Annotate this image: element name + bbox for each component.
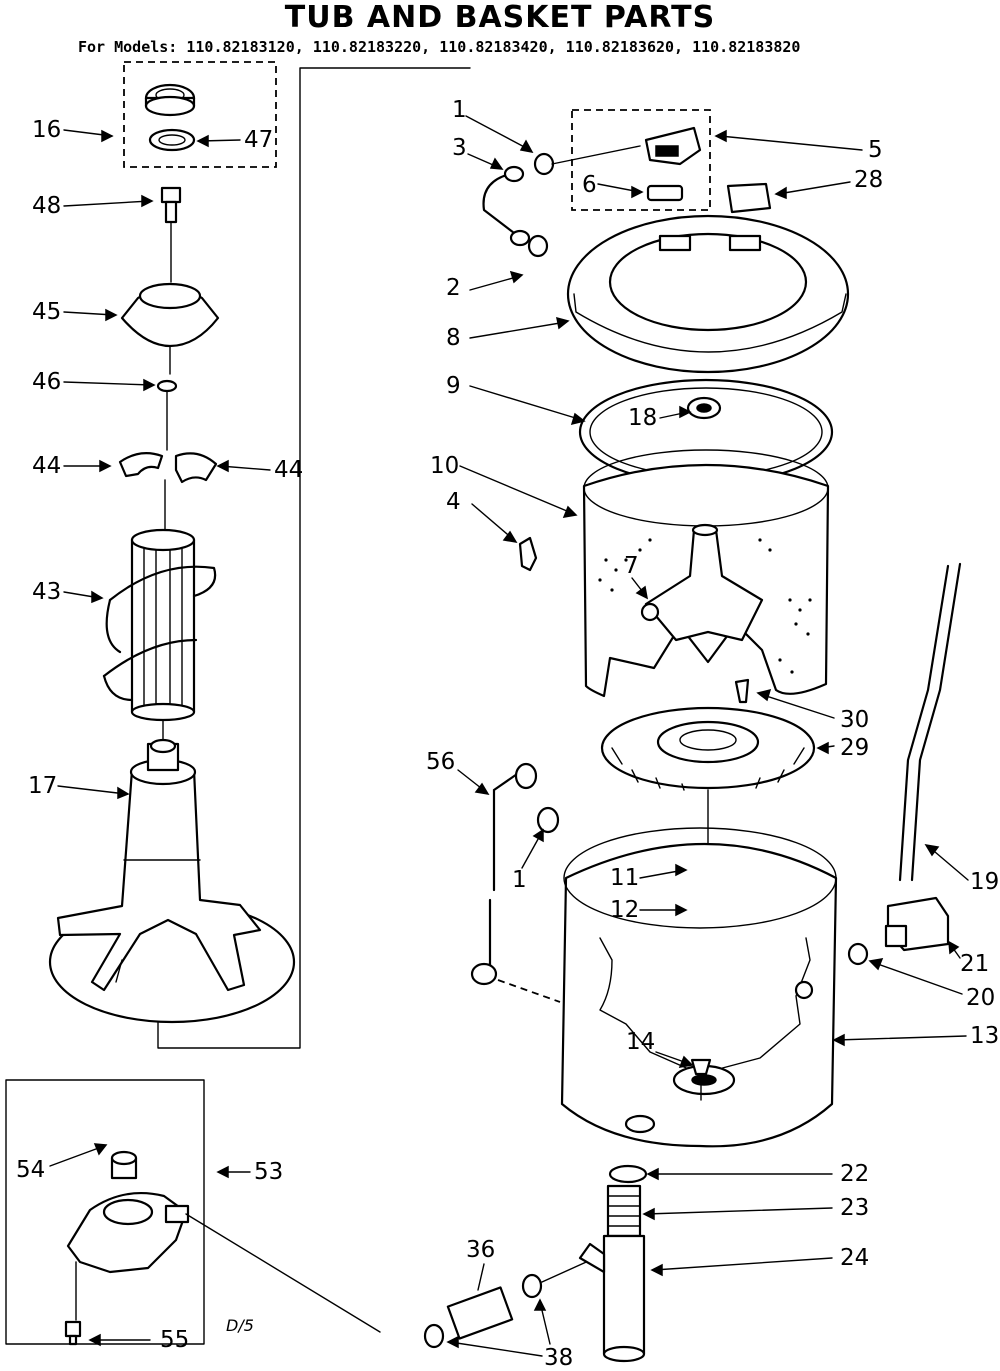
agitator-base-part	[48, 738, 296, 1024]
callout-1-lower: 1	[512, 867, 527, 893]
callout-9: 9	[446, 373, 461, 399]
callout-44-right: 44	[274, 457, 304, 483]
dispenser-gasket-part	[646, 184, 684, 202]
diagram-title: TUB AND BASKET PARTS	[284, 0, 716, 35]
assembly-bracket-line	[157, 67, 471, 1049]
callout-54: 54	[16, 1157, 46, 1183]
callout-18: 18	[628, 405, 658, 431]
callout-17: 17	[28, 773, 58, 799]
callout-56: 56	[426, 749, 456, 775]
callout-20: 20	[966, 985, 996, 1011]
agitator-cap-kit-box	[123, 61, 277, 168]
tub-cover-part	[566, 214, 850, 374]
callout-10: 10	[430, 453, 460, 479]
agitator-cap-part	[144, 83, 196, 117]
callout-14: 14	[626, 1029, 656, 1055]
pump-part	[66, 1150, 190, 1321]
agitator-auger-part	[102, 528, 217, 722]
callout-11: 11	[610, 865, 640, 891]
callout-12: 12	[610, 897, 640, 923]
tube-clamp-bottom	[527, 234, 549, 258]
pump-hose-line	[185, 1213, 381, 1333]
cover-plate-part	[726, 182, 772, 214]
washer-20-part	[847, 942, 869, 966]
agitator-cam-part	[120, 282, 220, 375]
basket-drive-hub-part	[600, 706, 816, 791]
callout-2: 2	[446, 275, 461, 301]
valve-21-part	[884, 896, 950, 952]
callout-22: 22	[840, 1161, 870, 1187]
callout-55: 55	[160, 1327, 190, 1353]
callout-4: 4	[446, 489, 461, 515]
callout-5: 5	[868, 137, 883, 163]
callout-21: 21	[960, 951, 990, 977]
agitator-bolt-part	[160, 186, 182, 283]
drain-elbow-part	[578, 1234, 646, 1363]
hose-part	[446, 1286, 514, 1340]
hose-19-part	[910, 562, 962, 882]
basket-nut-part	[686, 396, 722, 420]
callout-1-top: 1	[452, 97, 467, 123]
leader-lines	[49, 115, 969, 1357]
clip-part	[518, 536, 538, 572]
hose-clamp-left	[423, 1323, 445, 1349]
callout-30: 30	[840, 707, 870, 733]
plug-part	[734, 678, 750, 704]
callout-46: 46	[32, 369, 62, 395]
drain-seal-part	[608, 1164, 648, 1184]
wash-basket-part	[582, 449, 830, 698]
seal-ring-part	[148, 128, 196, 152]
dispenser-valve-part	[644, 126, 702, 166]
callout-44-left: 44	[32, 453, 62, 479]
callout-23: 23	[840, 1195, 870, 1221]
callout-16: 16	[32, 117, 62, 143]
washer-part	[156, 379, 178, 393]
callout-53: 53	[254, 1159, 284, 1185]
callout-7: 7	[624, 553, 639, 579]
drain-hose-part	[606, 1184, 642, 1238]
callout-8: 8	[446, 325, 461, 351]
callout-36: 36	[466, 1237, 496, 1263]
callout-24: 24	[840, 1245, 870, 1271]
callout-19: 19	[970, 869, 1000, 895]
callout-29: 29	[840, 735, 870, 761]
tub-screw-part	[690, 1058, 712, 1076]
agitator-dog-left	[118, 451, 164, 478]
hose-clamp-right	[521, 1273, 543, 1299]
footnote-code: D/5	[226, 1316, 254, 1335]
callout-45: 45	[32, 299, 62, 325]
callout-47: 47	[244, 127, 274, 153]
model-list: For Models: 110.82183120, 110.82183220, …	[78, 38, 801, 56]
callout-43: 43	[32, 579, 62, 605]
callout-48: 48	[32, 193, 62, 219]
tube-clamp-top	[533, 152, 555, 176]
outer-tub-part	[560, 827, 838, 1148]
callout-3: 3	[452, 135, 467, 161]
callout-6: 6	[582, 172, 597, 198]
pump-assembly-box	[5, 1079, 205, 1345]
agitator-dog-right	[174, 452, 218, 484]
callout-28: 28	[854, 167, 884, 193]
pump-screw-part	[64, 1320, 82, 1346]
callout-13: 13	[970, 1023, 1000, 1049]
callout-38: 38	[544, 1345, 574, 1371]
tube-part	[482, 172, 520, 238]
